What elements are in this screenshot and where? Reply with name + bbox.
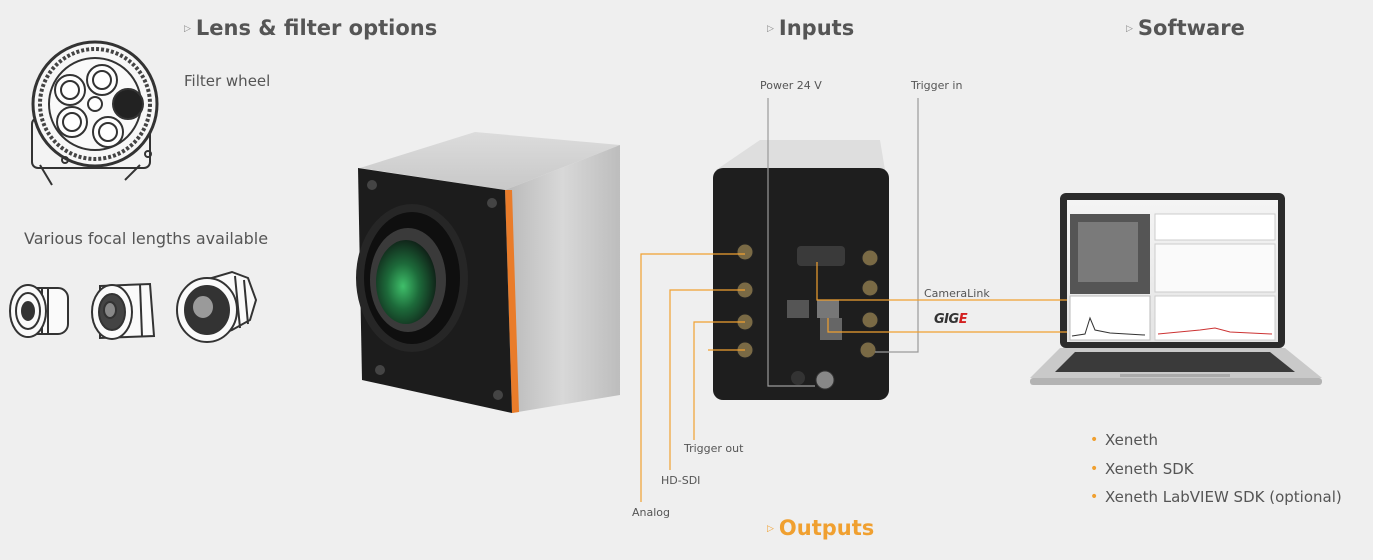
heading-software: ▷ Software <box>1126 16 1245 40</box>
output-leader-lines <box>640 253 1067 502</box>
input-leader-lines <box>767 98 919 387</box>
heading-outputs: ▷ Outputs <box>767 516 874 540</box>
software-item-label: Xeneth LabVIEW SDK (optional) <box>1105 488 1342 507</box>
lens-illustration-small <box>9 284 69 338</box>
trigger-out-label: Trigger out <box>684 442 744 455</box>
software-item: • Xeneth SDK <box>1090 455 1342 484</box>
gige-logo-e: E <box>958 312 968 327</box>
bullet-dot-icon: • <box>1090 460 1099 477</box>
heading-inputs: ▷ Inputs <box>767 16 854 40</box>
filter-wheel-illustration <box>31 40 159 186</box>
heading-outputs-text: Outputs <box>778 516 875 540</box>
heading-software-text: Software <box>1137 16 1245 40</box>
gige-vision-logo: GIGE <box>934 312 968 327</box>
software-item-label: Xeneth <box>1105 431 1158 450</box>
software-item: • Xeneth LabVIEW SDK (optional) <box>1090 483 1342 512</box>
triangle-bullet-icon: ▷ <box>184 23 191 34</box>
heading-lens-filter: ▷ Lens & filter options <box>184 16 437 40</box>
power-input-label: Power 24 V <box>760 79 822 92</box>
lens-illustration-medium <box>91 282 156 340</box>
software-list: • Xeneth • Xeneth SDK • Xeneth LabVIEW SDK … <box>1090 426 1342 512</box>
trigger-in-label: Trigger in <box>911 79 963 92</box>
filter-wheel-label: Filter wheel <box>184 72 271 90</box>
heading-inputs-text: Inputs <box>778 16 855 40</box>
software-item-label: Xeneth SDK <box>1105 459 1194 478</box>
bullet-dot-icon: • <box>1090 432 1099 449</box>
software-item: • Xeneth <box>1090 426 1342 455</box>
lens-illustration-large <box>176 270 258 343</box>
gige-logo-text: GIG <box>934 312 959 327</box>
cameralink-label: CameraLink <box>924 287 990 300</box>
heading-lens-filter-text: Lens & filter options <box>195 16 438 40</box>
hd-sdi-label: HD-SDI <box>661 474 701 487</box>
triangle-bullet-icon: ▷ <box>767 23 774 34</box>
bullet-dot-icon: • <box>1090 489 1099 506</box>
analog-label: Analog <box>632 506 671 519</box>
camera-back-illustration <box>713 140 889 400</box>
triangle-bullet-icon: ▷ <box>767 523 774 534</box>
camera-front-illustration <box>356 132 620 413</box>
focal-lengths-label: Various focal lengths available <box>24 229 269 248</box>
laptop-illustration <box>1030 193 1322 385</box>
triangle-bullet-icon: ▷ <box>1126 23 1133 34</box>
